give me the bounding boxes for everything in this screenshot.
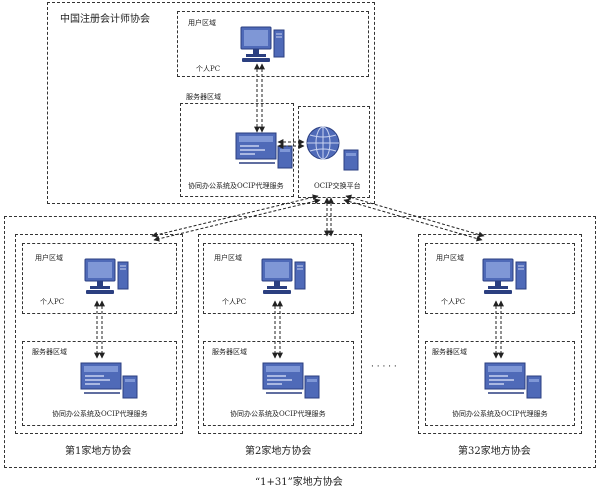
server-icon (235, 132, 293, 169)
top-pc-label: 个人PC (196, 65, 221, 73)
link-exchange-org1-a (151, 194, 319, 238)
local-pc-label-2: 个人PC (222, 298, 247, 306)
desktop-pc-icon (84, 258, 129, 294)
local-user-zone-label-32: 用户区域 (436, 254, 464, 262)
server-icon (262, 362, 320, 399)
local-pc-label-32: 个人PC (441, 298, 466, 306)
server-icon (80, 362, 138, 399)
local-server-zone-label-1: 服务器区域 (32, 348, 67, 356)
top-user-zone (177, 11, 369, 77)
local-org-box-1 (15, 234, 183, 434)
exchange-zone (298, 106, 370, 198)
local-user-zone-label-2: 用户区域 (214, 254, 242, 262)
local-group-title: “1+31”家地方协会 (255, 477, 343, 488)
local-org-name-32: 第32家地方协会 (458, 446, 531, 457)
local-org-name-2: 第2家地方协会 (245, 446, 312, 457)
top-org-title: 中国注册会计师协会 (60, 14, 150, 25)
desktop-pc-icon (482, 258, 527, 294)
link-exchange-org1-b (153, 198, 321, 242)
local-service-label-2: 协同办公系统及OCIP代理服务 (230, 410, 326, 418)
link-exchange-org32-b (343, 198, 483, 242)
top-user-zone-label: 用户区域 (188, 19, 216, 27)
local-org-name-1: 第1家地方协会 (65, 446, 132, 457)
local-user-zone-label-1: 用户区域 (35, 254, 63, 262)
top-server-zone-label: 服务器区域 (186, 93, 221, 101)
local-server-zone-label-2: 服务器区域 (212, 348, 247, 356)
local-service-label-1: 协同办公系统及OCIP代理服务 (52, 410, 148, 418)
local-server-zone-label-32: 服务器区域 (432, 348, 467, 356)
local-org-box-32 (418, 234, 582, 434)
local-service-label-32: 协同办公系统及OCIP代理服务 (452, 410, 548, 418)
globe-icon (306, 126, 359, 171)
ellipsis-marker: · · · · · (371, 362, 397, 372)
desktop-pc-icon (261, 258, 306, 294)
top-service-label: 协同办公系统及OCIP代理服务 (188, 182, 284, 190)
server-icon (484, 362, 542, 399)
exchange-label: OCIP交换平台 (314, 182, 361, 190)
link-exchange-org32-a (345, 194, 485, 238)
local-pc-label-1: 个人PC (40, 298, 65, 306)
desktop-pc-icon (240, 26, 285, 62)
